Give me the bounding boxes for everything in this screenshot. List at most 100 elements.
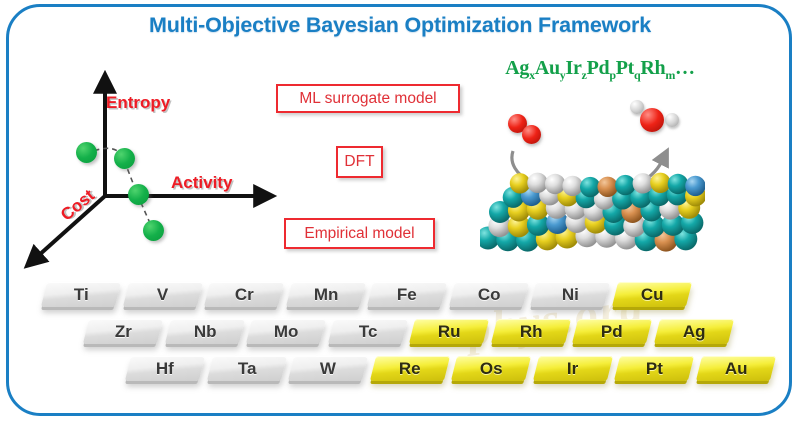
element-symbol: Pd (601, 321, 623, 341)
element-key-ni[interactable]: Ni (529, 282, 611, 307)
element-key-hf[interactable]: Hf (124, 356, 206, 381)
nanoparticle-illustration (476, 95, 707, 275)
element-key-nb[interactable]: Nb (164, 319, 245, 344)
element-symbol: Re (398, 358, 421, 378)
blue-atom (685, 175, 706, 197)
formula-ellipsis: … (675, 57, 695, 79)
element-key-ag[interactable]: Ag (653, 319, 734, 344)
element-symbol: Ni (561, 284, 579, 304)
formula-el-au: Au (534, 57, 560, 79)
element-symbol: V (156, 284, 169, 304)
oxygen-atom (522, 125, 541, 144)
empirical-model-label: Empirical model (304, 224, 415, 242)
element-symbol: Au (724, 358, 747, 378)
alloy-formula: AgxAuyIrzPdpPtqRhm… (487, 57, 713, 83)
element-symbol: Pt (645, 358, 663, 378)
element-symbol: Ir (566, 358, 579, 378)
element-key-ir[interactable]: Ir (532, 356, 613, 381)
element-key-ta[interactable]: Ta (206, 356, 287, 381)
white-atom (527, 172, 548, 193)
element-key-cu[interactable]: Cu (611, 282, 692, 307)
teal-atom (615, 174, 636, 196)
teal-atom (580, 176, 601, 198)
element-symbol: Ta (237, 358, 256, 378)
formula-el-pd: Pd (586, 57, 610, 79)
element-key-v[interactable]: V (122, 282, 203, 307)
element-key-w[interactable]: W (287, 356, 369, 381)
empirical-model-box[interactable]: Empirical model (284, 218, 435, 249)
element-key-re[interactable]: Re (369, 356, 450, 381)
formula-sub-z: z (581, 68, 587, 82)
pareto-point (76, 142, 97, 163)
element-symbol: Ti (73, 284, 89, 304)
formula-sub-x: x (529, 68, 535, 82)
element-symbol: Cr (234, 284, 254, 304)
element-symbol: Mn (313, 284, 338, 304)
activity-axis-label: Activity (171, 173, 233, 192)
element-symbol: Os (479, 358, 503, 378)
element-symbol: Nb (193, 321, 216, 341)
element-symbol: Co (477, 284, 500, 304)
dft-box[interactable]: DFT (336, 146, 383, 178)
formula-sub-y: y (559, 68, 566, 82)
hydrogen-atom (630, 100, 644, 114)
element-key-ti[interactable]: Ti (40, 282, 122, 307)
element-key-ru[interactable]: Ru (408, 319, 490, 344)
dft-label: DFT (344, 153, 375, 170)
element-symbol: Fe (397, 284, 417, 304)
yellow-atom (509, 173, 531, 194)
oxygen-atom (640, 108, 664, 132)
orange-atom (597, 176, 618, 197)
ml-surrogate-model-box[interactable]: ML surrogate model (276, 84, 460, 113)
element-symbol: Ag (682, 321, 705, 341)
element-symbol: Hf (156, 358, 174, 378)
element-key-zr[interactable]: Zr (82, 319, 164, 344)
pareto-point (143, 220, 164, 241)
teal-atom (526, 213, 550, 236)
formula-el-pt: Pt (615, 57, 635, 79)
pareto-diagram: Entropy Activity Cost (20, 69, 280, 270)
element-key-mo[interactable]: Mo (245, 319, 327, 344)
element-symbol: Mo (273, 321, 299, 341)
element-key-pt[interactable]: Pt (613, 356, 695, 381)
teal-atom (667, 173, 689, 195)
entropy-axis-label: Entropy (106, 93, 171, 112)
hydrogen-atom (665, 113, 679, 127)
element-key-mn[interactable]: Mn (285, 282, 366, 307)
yellow-atom (507, 214, 531, 238)
element-key-os[interactable]: Os (450, 356, 532, 381)
slab-atoms-svg (476, 172, 707, 252)
white-atom (562, 175, 583, 197)
element-symbol: Ru (437, 321, 461, 341)
figure-title: Multi-Objective Bayesian Optimization Fr… (149, 13, 651, 37)
pareto-point (128, 184, 149, 205)
element-key-co[interactable]: Co (448, 282, 529, 307)
formula-el-ag: Ag (505, 57, 530, 79)
element-symbol: Tc (358, 321, 377, 341)
element-key-pd[interactable]: Pd (571, 319, 653, 344)
formula-sub-p: p (609, 68, 616, 82)
formula-el-ir: Ir (565, 57, 582, 79)
formula-sub-q: q (633, 68, 641, 82)
element-key-tc[interactable]: Tc (327, 319, 408, 344)
white-atom (544, 173, 566, 195)
element-key-au[interactable]: Au (695, 356, 776, 381)
yellow-atom (650, 172, 671, 193)
element-symbol: Rh (519, 321, 542, 341)
element-key-fe[interactable]: Fe (366, 282, 448, 307)
element-symbol: Zr (114, 321, 132, 341)
oxygen-atom (508, 114, 527, 133)
nanoparticle-slab (476, 150, 707, 275)
pareto-point (114, 148, 135, 169)
white-atom (632, 173, 653, 194)
ml-surrogate-model-label: ML surrogate model (299, 89, 437, 107)
element-symbol: W (319, 358, 337, 378)
element-symbol: Cu (640, 284, 663, 304)
teal-atom (489, 201, 511, 223)
cost-axis-line (23, 194, 107, 269)
element-key-cr[interactable]: Cr (203, 282, 285, 307)
element-key-rh[interactable]: Rh (490, 319, 571, 344)
formula-el-rh: Rh (640, 57, 666, 79)
